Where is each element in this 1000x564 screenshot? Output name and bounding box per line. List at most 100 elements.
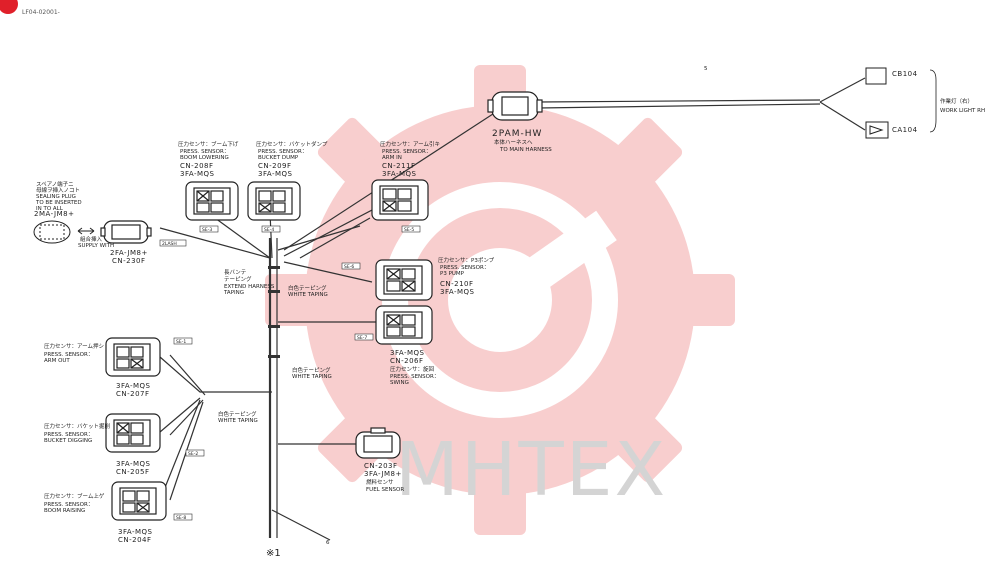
cn208-jp: 圧力センサ：ブーム下げ — [178, 140, 239, 148]
cn204-en1: PRESS. SENSOR： — [44, 502, 93, 508]
cn230-code2: CN-230F — [112, 257, 146, 265]
cn210-code2: 3FA-MQS — [440, 288, 475, 296]
connector-cn204 — [111, 481, 167, 521]
cn211-jp: 圧力センサ：アーム引キ — [380, 140, 440, 148]
sealing-plug-l3: SEALING PLUG — [36, 194, 76, 200]
cn206-code1: 3FA-MQS — [390, 349, 425, 357]
sealing-plug-connector — [33, 220, 71, 244]
sealing-plug-l2: 母線ヲ挿入ノコト — [36, 186, 80, 194]
taping-extend-jp: 長バンテ — [224, 269, 247, 276]
cn209-code2: 3FA-MQS — [258, 170, 293, 178]
connector-cn210 — [375, 259, 433, 301]
cn210-jp: 圧力センサ：P3ポンプ — [438, 256, 495, 264]
arrow-double-icon — [77, 227, 95, 235]
cn203-code1: CN-203F — [364, 462, 398, 470]
watermark-text: MHTEX — [395, 427, 667, 513]
cn210-en1: PRESS. SENSOR： — [440, 265, 489, 271]
sealing-plug-l4: TO BE INSERTED — [35, 200, 82, 206]
cn230-code1: 2FA-JM8+ — [110, 249, 148, 257]
cn208-en2: BOOM LOWERING — [180, 155, 229, 161]
wire-tag-209: SE-4 — [264, 227, 274, 233]
cn211-code1: CN-211F — [382, 162, 416, 170]
taping-white-a-jp: 白色テーピング — [288, 284, 327, 292]
wire-tag-210: SE-6 — [344, 264, 354, 270]
cn210-en2: P3 PUMP — [440, 271, 465, 277]
taping-extend-jp2: テーピング — [224, 275, 252, 283]
cn206-en2: SWING — [390, 380, 409, 386]
wire-tag-211: SE-5 — [404, 227, 414, 233]
connector-cn205 — [105, 413, 161, 453]
cn204-code1: 3FA-MQS — [118, 528, 153, 536]
wire-tag-205: SE-2 — [188, 451, 198, 457]
wire-number-top: 5 — [704, 66, 708, 72]
ca104-label: CA104 — [892, 126, 918, 134]
cn210-code1: CN-210F — [440, 280, 474, 288]
supply-with-jp: 組合挿入 — [80, 235, 103, 243]
main-harness-code: 2PAM-HW — [492, 129, 542, 139]
cn205-code2: CN-205F — [116, 468, 150, 476]
connector-cn206 — [375, 305, 433, 345]
cb104-label: CB104 — [892, 70, 918, 78]
taping-white-c-en: WHITE TAPING — [218, 418, 258, 424]
cn206-jp: 圧力センサ：旋回 — [390, 365, 435, 373]
wire-number-bottom: 6 — [326, 540, 330, 546]
taping-white-b-jp: 白色テーピング — [292, 366, 331, 374]
main-harness-en: TO MAIN HARNESS — [499, 147, 552, 153]
cn209-code1: CN-209F — [258, 162, 292, 170]
work-light-jp: 作業灯（右） — [940, 97, 973, 105]
cn206-en1: PRESS. SENSOR： — [390, 374, 439, 380]
cn211-en2: ARM IN — [382, 155, 402, 161]
cn206-code2: CN-206F — [390, 357, 424, 365]
cn207-code1: 3FA-MQS — [116, 382, 151, 390]
connector-cn230 — [100, 220, 152, 244]
connector-cb104 — [865, 67, 887, 85]
cn207-en1: PRESS. SENSOR： — [44, 352, 93, 358]
connector-cn209 — [247, 181, 301, 221]
cn204-jp: 圧力センサ：ブーム上ゲ — [44, 492, 105, 500]
taping-extend-en1: EXTEND HARNESS — [224, 284, 275, 290]
cn207-code2: CN-207F — [116, 390, 150, 398]
cn208-code2: 3FA-MQS — [180, 170, 215, 178]
main-harness-jp: 本体ハーネスへ — [494, 138, 533, 146]
cn204-code2: CN-204F — [118, 536, 152, 544]
cn209-en1: PRESS. SENSOR： — [258, 149, 307, 155]
taping-white-a-en: WHITE TAPING — [288, 292, 328, 298]
sealing-plug-l1: スペアノ端子ニ — [36, 180, 74, 188]
supply-with-en: SUPPLY WITH — [78, 243, 114, 249]
wire-tag-206: SE-7 — [357, 335, 367, 341]
connector-ca104 — [865, 121, 889, 139]
cn203-code2: 3FA-JM8+ — [364, 470, 402, 478]
connector-cn208 — [185, 181, 239, 221]
cn209-jp: 圧力センサ：バケットダンプ — [256, 140, 328, 148]
cn207-en2: ARM OUT — [44, 358, 70, 364]
connector-cn211 — [371, 179, 429, 221]
wire-tag-230: 2LASH — [162, 241, 177, 247]
connector-cn203 — [355, 427, 401, 459]
cn208-code1: CN-208F — [180, 162, 214, 170]
taping-white-c-jp: 白色テーピング — [218, 410, 257, 418]
cn205-en2: BUCKET DIGGING — [44, 438, 92, 444]
document-id: LF04-02001- — [22, 9, 60, 16]
wire-tag-207: SE-1 — [176, 339, 186, 345]
cn203-en: FUEL SENSOR — [366, 487, 404, 493]
cn205-code1: 3FA-MQS — [116, 460, 151, 468]
cn205-jp: 圧力センサ：バケット掘削 — [44, 422, 111, 430]
wire-tag-208: SE-3 — [202, 227, 212, 233]
taping-white-b-en: WHITE TAPING — [292, 374, 332, 380]
cn204-en2: BOOM RAISING — [44, 508, 85, 514]
wire-tag-204: SE-8 — [176, 515, 186, 521]
connector-cn207 — [105, 337, 161, 377]
cn211-en1: PRESS. SENSOR： — [382, 149, 431, 155]
sealing-plug-code: 2MA-JM8+ — [34, 210, 74, 218]
cn207-jp: 圧力センサ：アーム押シ — [44, 342, 104, 350]
cn205-en1: PRESS. SENSOR： — [44, 432, 93, 438]
corner-badge-icon — [0, 0, 18, 14]
taping-extend-en2: TAPING — [223, 290, 244, 296]
bottom-mark: ※1 — [266, 548, 281, 559]
sealing-plug-l5: IN TO ALL — [36, 206, 64, 212]
cn211-code2: 3FA-MQS — [382, 170, 417, 178]
cn203-jp: 燃料センサ — [366, 478, 394, 486]
cn208-en1: PRESS. SENSOR： — [180, 149, 229, 155]
